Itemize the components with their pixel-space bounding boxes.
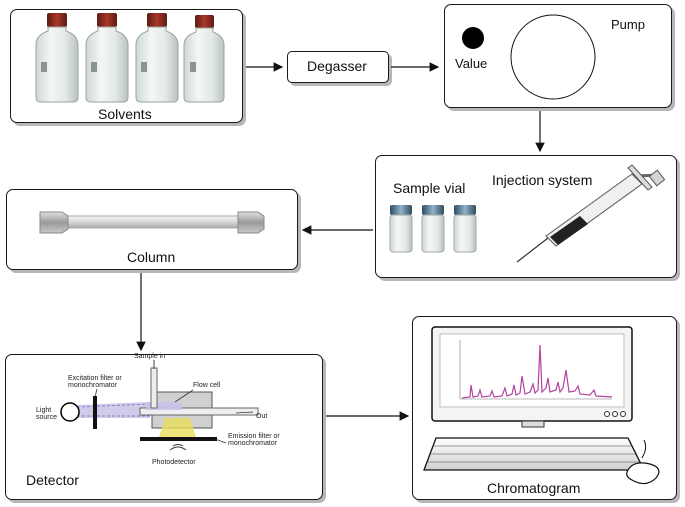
pump-label: Pump [611, 17, 645, 32]
detector-label: Detector [26, 472, 79, 488]
degasser-box [287, 51, 389, 83]
light-source-label: Light source [36, 407, 58, 422]
light-source-icon [60, 402, 80, 422]
column-label: Column [127, 249, 176, 265]
bottle-1 [35, 13, 79, 103]
bottle-3 [135, 13, 179, 103]
bottle-4 [183, 15, 225, 103]
flow-cell-label: Flow cell [193, 382, 221, 389]
solvents-label: Solvents [98, 106, 152, 122]
chromatogram-label: Chromatogram [487, 480, 581, 496]
vial-3 [453, 205, 477, 253]
bottle-2 [85, 13, 129, 103]
mouse-icon [626, 462, 660, 485]
out-label: Out [256, 413, 268, 420]
syringe-icon [516, 164, 666, 263]
value-dot-icon [462, 27, 484, 49]
pump-head-icon [510, 14, 596, 100]
emission-label: Emission filter or monochromator [228, 433, 280, 448]
photodetector-label: Photodetector [152, 459, 196, 466]
pump-value-label: Value [455, 56, 488, 71]
sample-vial-label: Sample vial [393, 180, 466, 196]
excitation-label: Excitation filter or monochromator [68, 375, 122, 390]
injection-system-label: Injection system [492, 172, 593, 188]
vial-2 [421, 205, 445, 253]
vial-1 [389, 205, 413, 253]
chromatogram-trace [461, 344, 613, 399]
sample-in-label: Sample in [134, 353, 166, 360]
degasser-label: Degasser [307, 58, 367, 74]
